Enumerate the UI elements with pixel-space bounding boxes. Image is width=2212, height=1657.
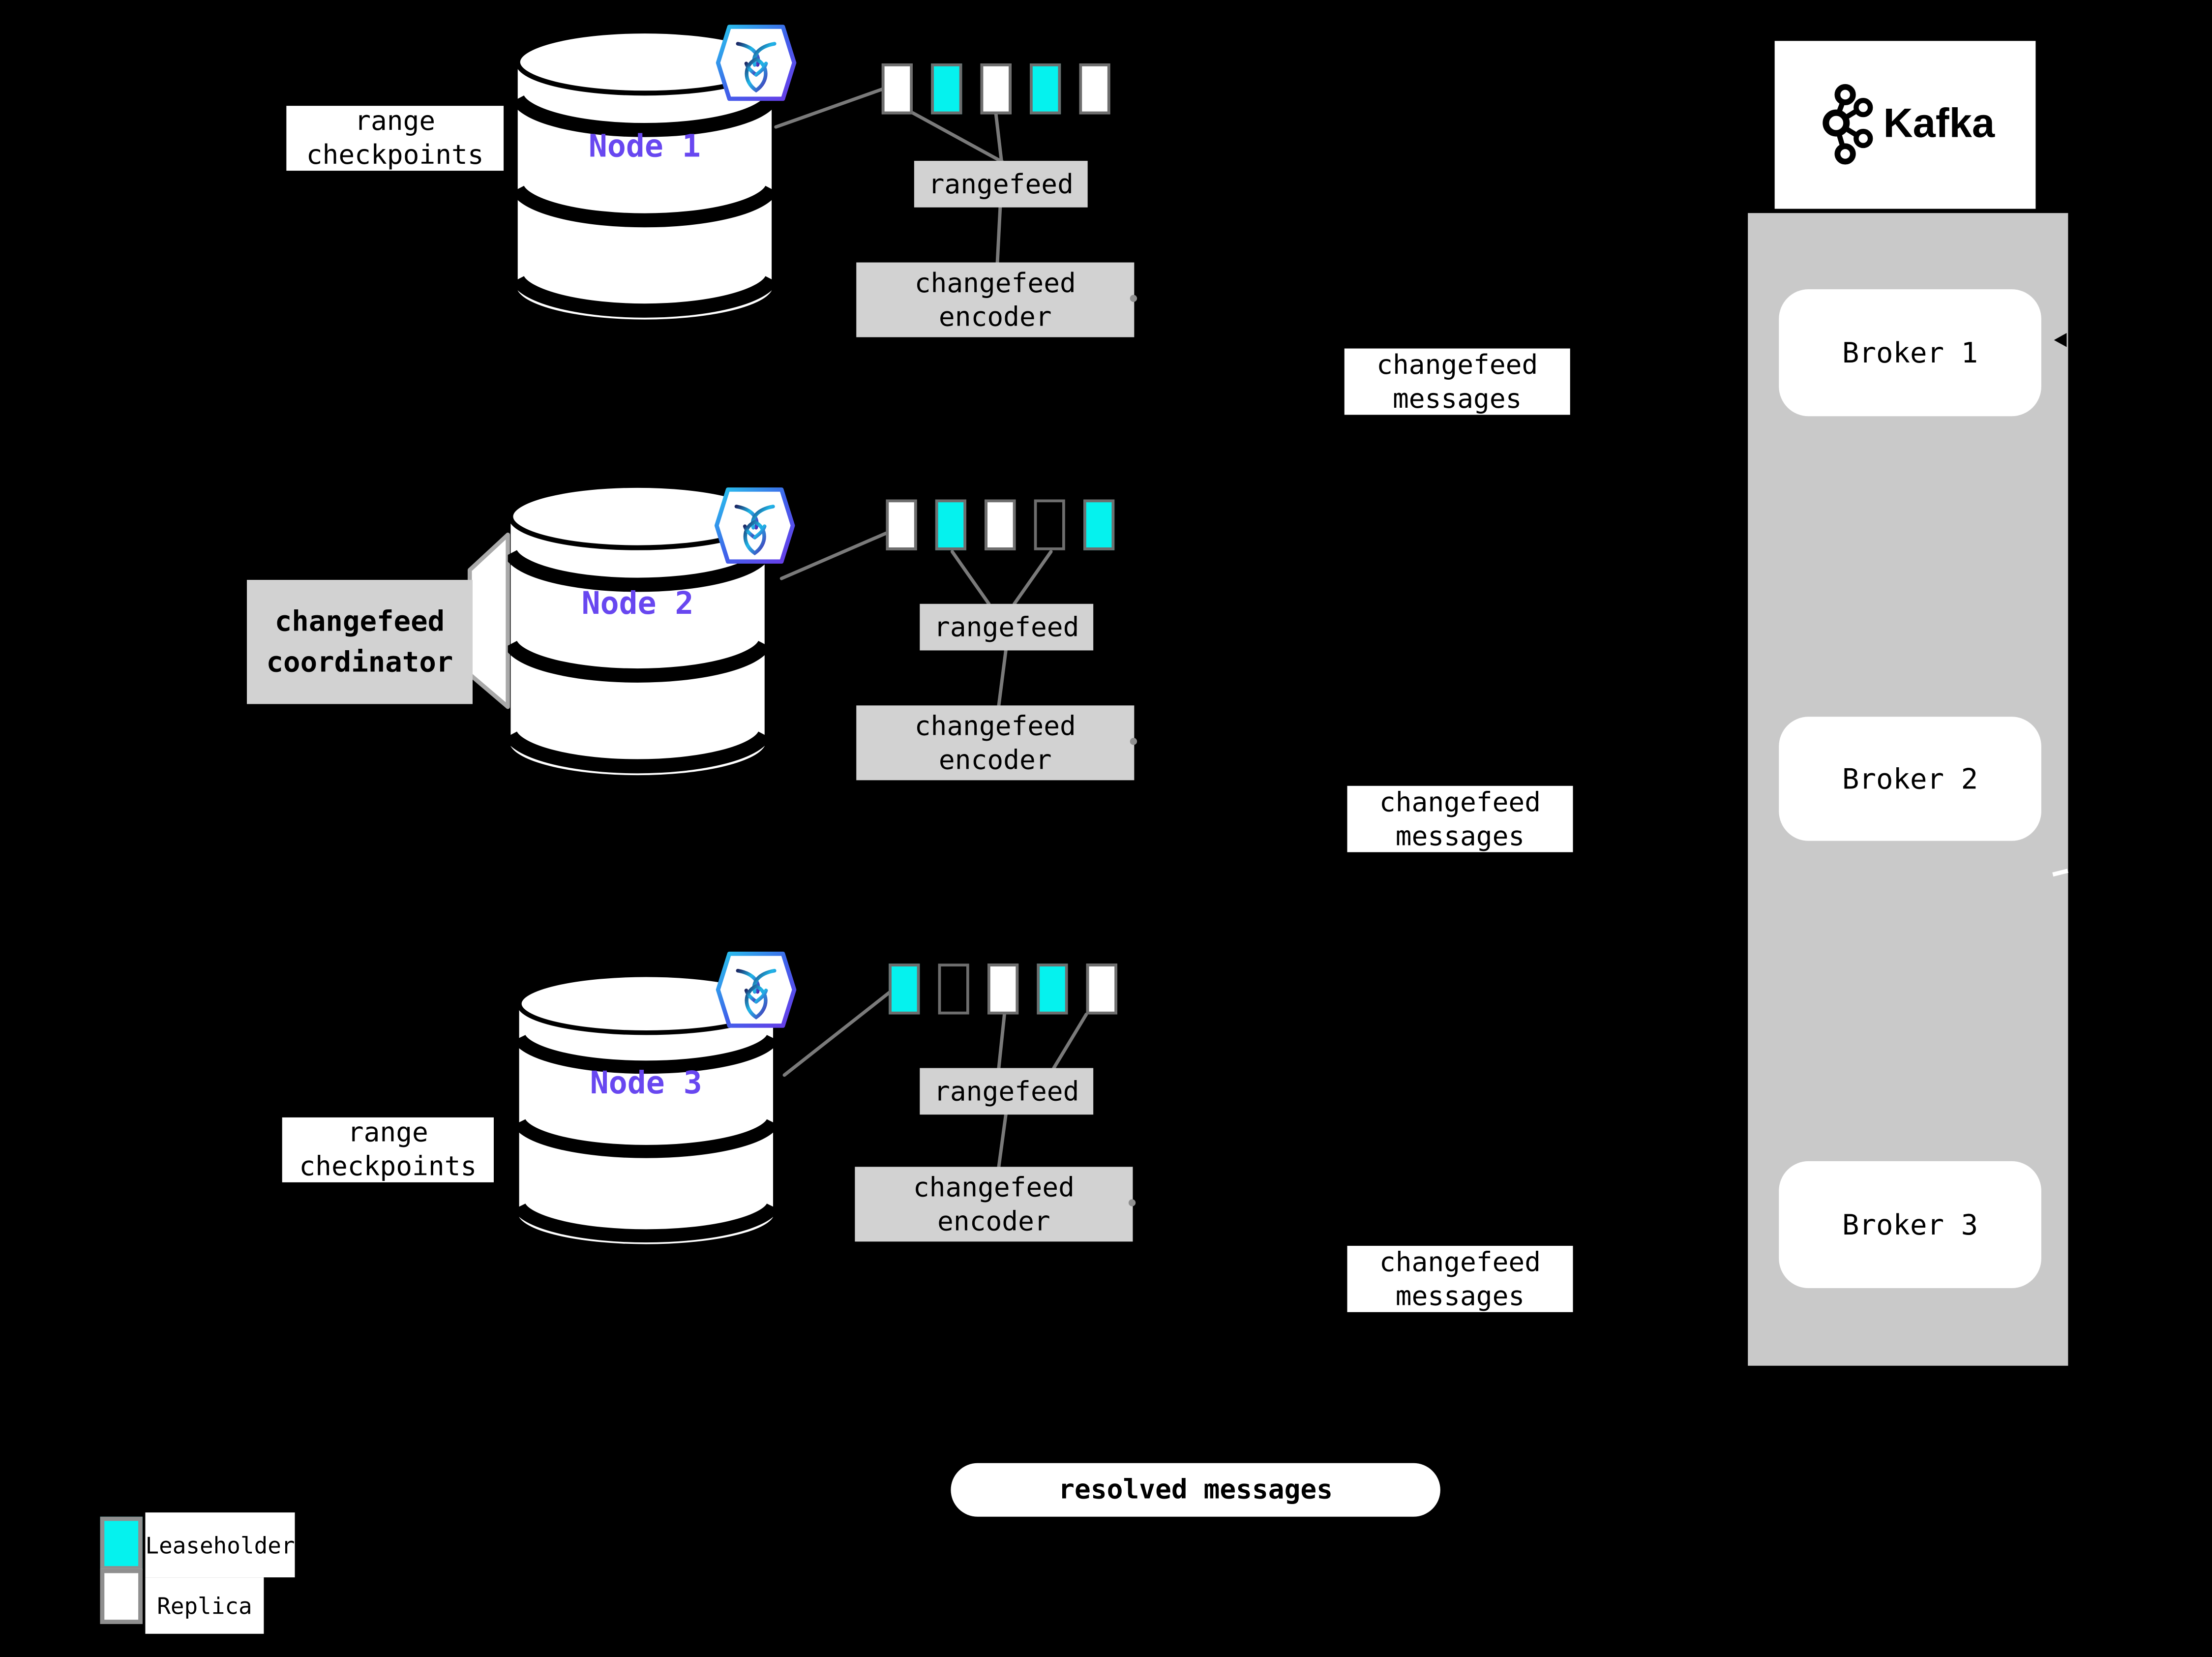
node3-database-cylinder — [516, 972, 776, 1244]
replica-cell — [1079, 63, 1110, 115]
cockroachdb-icon — [716, 25, 797, 101]
cockroachdb-icon — [714, 487, 795, 564]
replica-cell — [1030, 63, 1061, 115]
rangefeed-box-node2: rangefeed — [920, 603, 1094, 651]
node2-label: Node 2 — [581, 587, 694, 623]
broker-1-box: Broker 1 — [1779, 289, 2041, 417]
encoder-output-dot — [1128, 1199, 1136, 1206]
legend-replica-swatch — [100, 1568, 143, 1624]
kafka-logo-box: Kafka — [1774, 41, 2036, 209]
changefeed-encoder-box-node3: changefeed encoder — [855, 1167, 1133, 1242]
rangefeed-box-node3: rangefeed — [920, 1068, 1094, 1115]
kafka-wordmark: Kafka — [1883, 101, 1995, 147]
replica-cell — [1037, 964, 1068, 1015]
replica-cell — [889, 964, 920, 1015]
encoder-output-dot — [1130, 738, 1137, 745]
range-checkpoints-label-node1: range checkpoints — [286, 106, 504, 171]
coordinator-flag-shape — [467, 532, 510, 709]
replica-cell — [987, 964, 1019, 1015]
changefeed-messages-label-node1: changefeed messages — [1344, 348, 1570, 415]
replica-cell — [985, 499, 1016, 550]
encoder-output-dot — [1130, 295, 1137, 302]
changefeed-encoder-box-node2: changefeed encoder — [856, 705, 1135, 781]
rangefeed-box-node1: rangefeed — [914, 161, 1088, 208]
replica-cell — [931, 63, 962, 115]
broker-2-box: Broker 2 — [1779, 717, 2041, 841]
incoming-arrowhead-icon — [2054, 332, 2067, 347]
node1-database-cylinder — [515, 29, 775, 320]
legend-replica-label: Replica — [145, 1577, 264, 1634]
replica-cell — [1086, 964, 1117, 1015]
replica-cell — [1034, 499, 1065, 550]
kafka-icon — [1823, 83, 1873, 164]
changefeed-messages-label-node3: changefeed messages — [1347, 1245, 1573, 1312]
resolved-messages-label: resolved messages — [951, 1463, 1440, 1517]
cockroachdb-icon — [716, 951, 797, 1028]
range-checkpoints-label-node3: range checkpoints — [282, 1117, 494, 1182]
replica-cell — [881, 63, 913, 115]
replica-cell — [1083, 499, 1115, 550]
broker-3-box: Broker 3 — [1779, 1161, 2041, 1289]
replica-cell — [886, 499, 917, 550]
legend-leaseholder-swatch — [100, 1516, 143, 1570]
replica-cell — [935, 499, 966, 550]
legend-leaseholder-label: Leaseholder — [145, 1512, 295, 1578]
node3-label: Node 3 — [590, 1066, 702, 1102]
changefeed-encoder-box-node1: changefeed encoder — [856, 262, 1135, 337]
node1-label: Node 1 — [588, 129, 701, 165]
connector-line-group — [774, 87, 1088, 1169]
changefeed-messages-label-node2: changefeed messages — [1347, 785, 1573, 852]
replica-cell — [980, 63, 1012, 115]
replica-cell — [938, 964, 969, 1015]
changefeed-coordinator-label: changefeed coordinator — [247, 579, 473, 704]
